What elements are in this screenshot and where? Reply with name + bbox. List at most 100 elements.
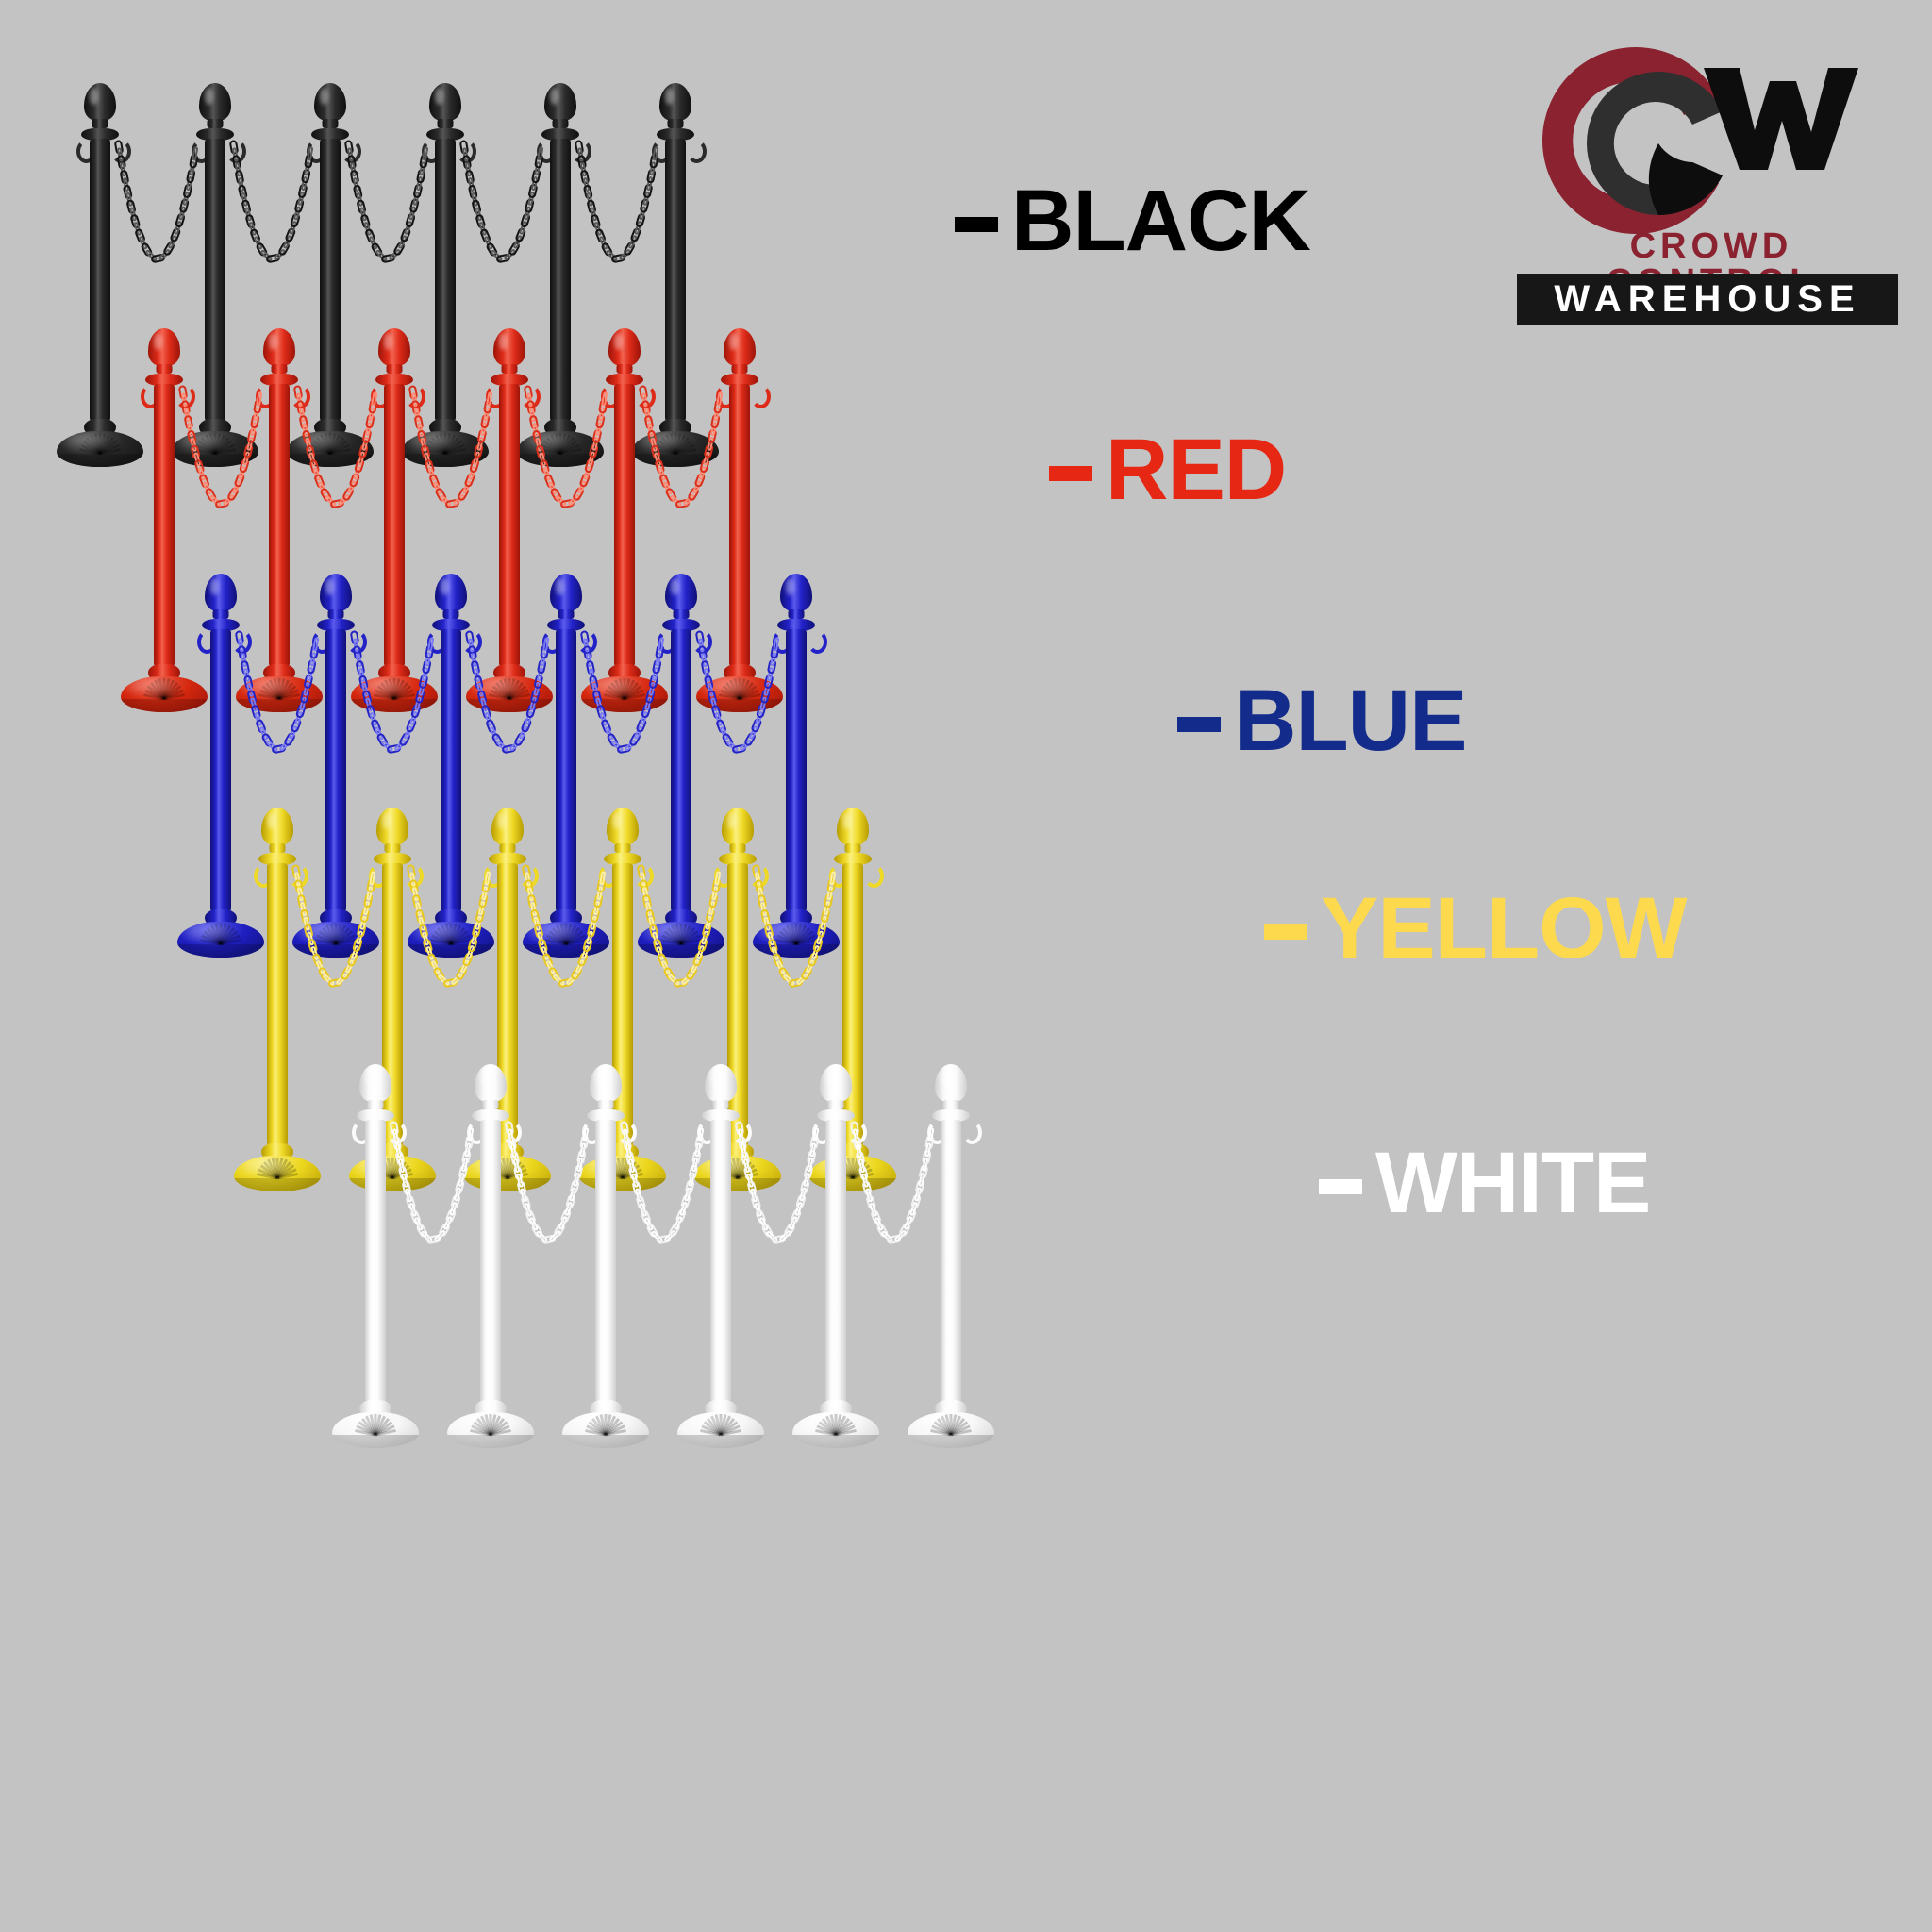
stanchion-collar <box>604 853 641 865</box>
stanchion-base-flare <box>550 909 582 924</box>
stanchion-base-flare <box>608 664 641 679</box>
base-rib <box>564 923 568 944</box>
stanchion-collar <box>145 374 183 386</box>
stanchion-tube <box>614 384 635 667</box>
base-rib <box>621 1157 625 1178</box>
logo-inner-c-shadow <box>1648 143 1723 216</box>
stanchion-base-flare <box>659 419 691 434</box>
brand-name-line2: WAREHOUSE <box>1554 278 1861 320</box>
safety-chain <box>202 600 355 787</box>
stanchion-base-flare <box>780 909 812 924</box>
stanchion-post <box>677 1064 764 1457</box>
stanchion-neck <box>269 843 286 853</box>
chain-hook-left-icon <box>715 385 736 408</box>
base-rib <box>558 432 562 454</box>
stanchion-neck <box>367 1100 384 1109</box>
base-rib <box>275 1157 279 1178</box>
base-rib <box>443 432 447 454</box>
stanchion-neck <box>788 609 805 619</box>
stanchion-neck <box>442 609 459 619</box>
base-shadow <box>908 1434 994 1448</box>
chain-hook-right-icon <box>962 1121 983 1144</box>
stanchion-base-flare <box>261 1143 293 1158</box>
stanchion-base-flare <box>199 419 231 434</box>
stanchion-post <box>908 1064 994 1457</box>
stanchion-base-flare <box>205 909 237 924</box>
stanchion-finial-icon <box>608 328 641 366</box>
stanchion-finial-icon <box>665 574 697 611</box>
stanchion-neck <box>667 119 684 128</box>
stanchion-base-flare <box>665 909 697 924</box>
stanchion-tube <box>365 1120 386 1403</box>
base-shadow <box>792 1434 879 1448</box>
safety-chain <box>260 355 413 541</box>
safety-chain <box>374 834 526 1021</box>
safety-chain <box>702 1091 855 1277</box>
cw-monogram-icon <box>1517 40 1866 242</box>
stanchion-base-flare <box>314 419 346 434</box>
stanchion-post <box>464 808 551 1201</box>
stanchion-collar <box>258 853 296 865</box>
chain-hook-left-icon <box>255 385 275 408</box>
base-gloss <box>590 679 630 693</box>
stanchion-finial-icon <box>493 328 525 366</box>
base-shadow <box>57 453 143 467</box>
chain-hook-left-icon <box>421 140 441 163</box>
stanchion-tube <box>320 139 341 422</box>
color-label-text: YELLOW <box>1321 880 1688 976</box>
base-shadow <box>677 1434 764 1448</box>
stanchion-base-flare <box>724 664 756 679</box>
stanchion-collar <box>777 619 815 631</box>
stanchion-neck <box>942 1100 959 1109</box>
stanchion-finial-icon <box>359 1064 391 1102</box>
stanchion-collar <box>317 619 355 631</box>
base-rib <box>736 1157 740 1178</box>
color-label-white: WHITE <box>1319 1140 1651 1226</box>
stanchion-finial-icon <box>659 83 691 121</box>
chain-hook-left-icon <box>196 630 217 654</box>
base-rib <box>277 677 281 699</box>
safety-chain <box>357 1091 509 1277</box>
stanchion-collar <box>817 1109 855 1122</box>
base-gloss <box>180 434 221 448</box>
stanchion-collar <box>489 853 526 865</box>
stanchion-tube <box>499 384 520 667</box>
stanchion-post <box>523 574 609 967</box>
stanchion-post <box>517 83 604 476</box>
stanchion-post <box>447 1064 534 1457</box>
stanchion-finial-icon <box>491 808 524 845</box>
chain-hook-right-icon <box>808 630 828 654</box>
stanchion-base-flare <box>148 664 180 679</box>
stanchion-tube <box>269 384 290 667</box>
chain-hook-left-icon <box>370 385 391 408</box>
stanchion-tube <box>595 1120 616 1403</box>
chain-hook-left-icon <box>598 864 619 888</box>
stanchion-base-flare <box>320 909 352 924</box>
safety-chain <box>432 600 585 787</box>
stanchion-base-flare <box>590 1400 622 1415</box>
stanchion-neck <box>207 119 224 128</box>
stanchion-base <box>447 1412 534 1448</box>
safety-chain <box>196 109 349 296</box>
base-gloss <box>801 1415 841 1429</box>
label-dash-icon <box>1049 466 1092 481</box>
chain-hook-left-icon <box>657 630 677 654</box>
base-rib <box>489 1413 492 1435</box>
chain-hook-left-icon <box>351 1121 372 1144</box>
base-shadow <box>562 1434 649 1448</box>
stanchion-collar <box>547 619 585 631</box>
stanchion-base <box>177 922 264 958</box>
base-gloss <box>244 679 285 693</box>
color-label-blue: BLUE <box>1177 677 1467 764</box>
base-rib <box>328 432 332 454</box>
stanchion-base <box>632 431 719 467</box>
stanchion-collar <box>357 1109 394 1122</box>
stanchion-tube <box>210 629 231 912</box>
color-label-yellow: YELLOW <box>1264 880 1688 976</box>
chain-hook-left-icon <box>485 385 506 408</box>
base-rib <box>392 677 396 699</box>
stanchion-finial-icon <box>590 1064 622 1102</box>
stanchion-collar <box>932 1109 970 1122</box>
base-shadow <box>121 698 208 712</box>
chain-hook-left-icon <box>311 630 332 654</box>
